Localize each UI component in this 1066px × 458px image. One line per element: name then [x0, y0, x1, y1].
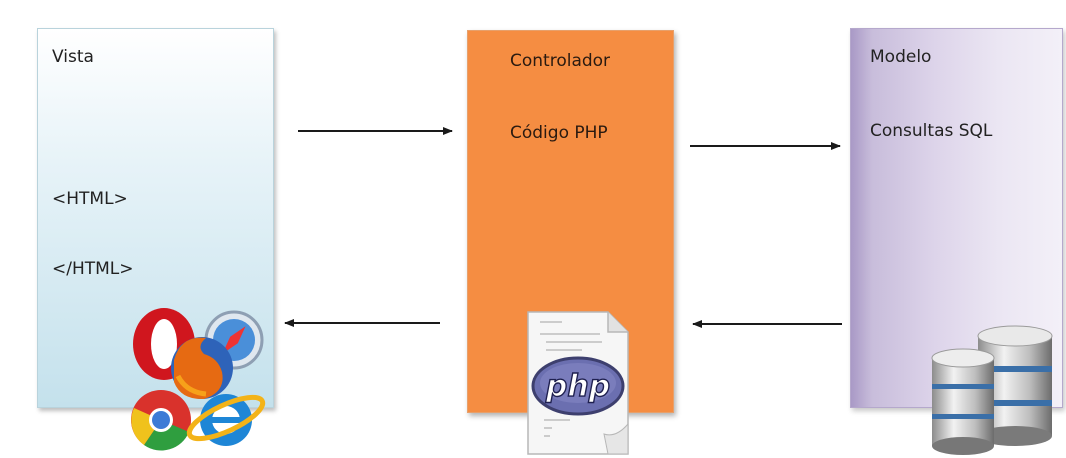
- database-icon: [931, 325, 1053, 455]
- database-cylinder-front: [931, 348, 995, 455]
- html-open-tag: <HTML>: [52, 189, 128, 209]
- php-document-icon: php: [527, 311, 629, 455]
- modelo-subtitle: Consultas SQL: [870, 121, 993, 141]
- database-cylinder-back: [977, 325, 1053, 446]
- html-close-tag: </HTML>: [52, 259, 134, 279]
- modelo-title: Modelo: [870, 47, 932, 67]
- internet-explorer-icon: [186, 394, 266, 446]
- vista-title: Vista: [52, 47, 94, 67]
- modelo-box: Modelo Consultas SQL: [850, 28, 1063, 408]
- controlador-title: Controlador: [510, 51, 611, 71]
- php-logo-text: php: [545, 369, 610, 404]
- firefox-icon: [171, 337, 233, 400]
- chrome-icon: [131, 390, 191, 451]
- controlador-subtitle: Código PHP: [510, 123, 608, 143]
- browser-icons: [131, 308, 266, 451]
